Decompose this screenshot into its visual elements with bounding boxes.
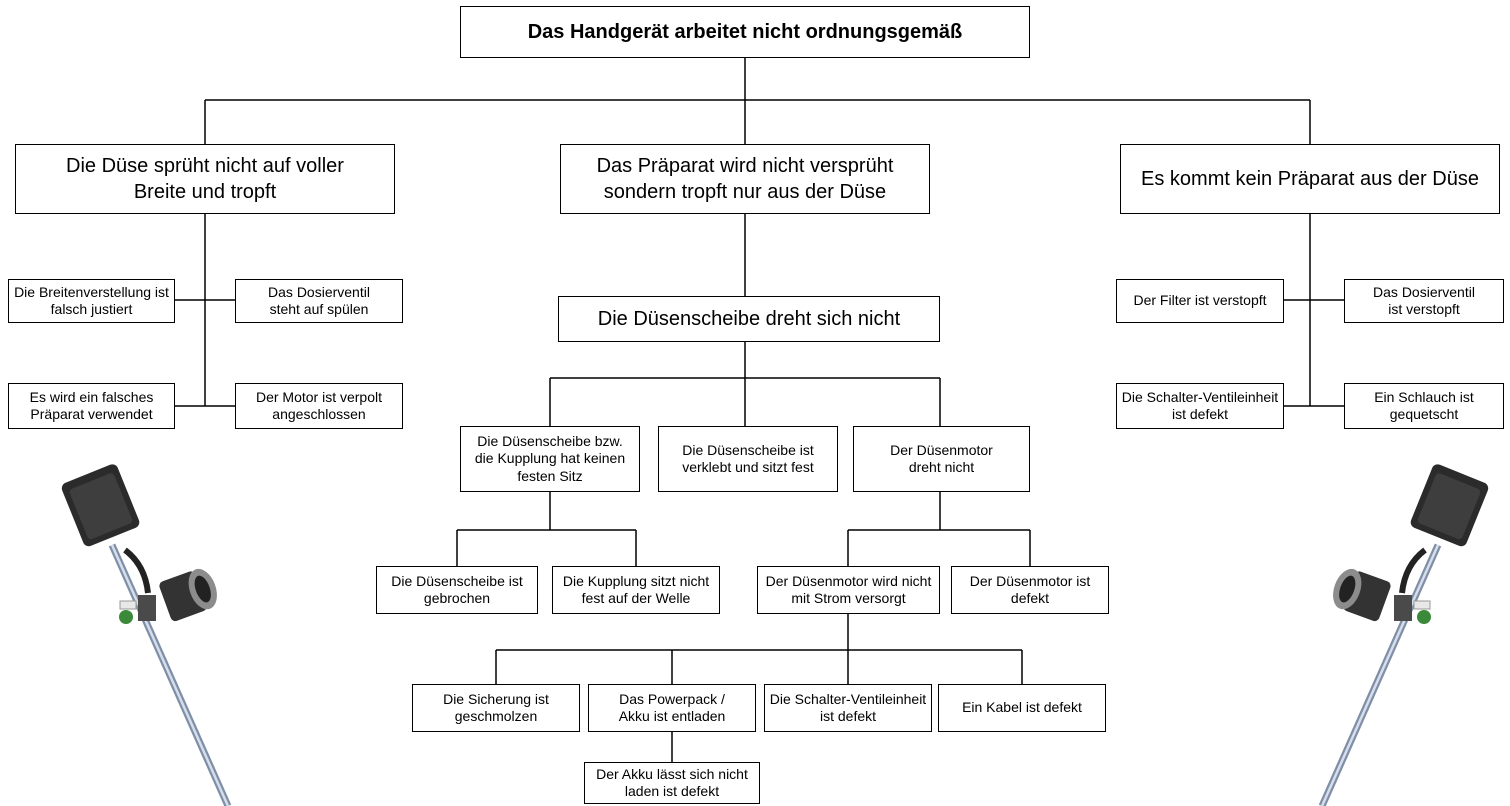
motor-cause-motor-defective: Der Düsenmotor ist defekt [951,566,1109,614]
left-cause-text: Das Dosierventil steht auf spülen [268,283,370,317]
root-problem-text: Das Handgerät arbeitet nicht ordnungsgem… [527,20,963,43]
center-cause-motor-not-turning: Der Düsenmotor dreht nicht [853,426,1030,492]
motor-cause-text: Der Düsenmotor wird nicht mit Strom vers… [765,572,932,606]
right-cause-dosing-valve-clogged: Das Dosierventil ist verstopft [1344,279,1504,323]
coupling-cause-text: Die Kupplung sitzt nicht fest auf der We… [562,572,710,606]
power-cause-switch-valve-unit: Die Schalter-Ventileinheit ist defekt [764,684,932,732]
left-cause-width-adjustment: Die Breitenverstellung ist falsch justie… [8,279,175,323]
left-cause-text: Es wird ein falsches Präparat verwendet [29,388,154,422]
center-cause-text: Die Düsenscheibe ist verklebt und sitzt … [682,441,814,475]
center-cause-loose-coupling: Die Düsenscheibe bzw. die Kupplung hat k… [460,426,640,492]
left-cause-text: Die Breitenverstellung ist falsch justie… [14,283,169,317]
branch-center-box: Das Präparat wird nicht versprüht sonder… [560,144,930,214]
center-cause-disc-stuck: Die Düsenscheibe ist verklebt und sitzt … [658,426,838,492]
battery-cause-cannot-charge: Der Akku lässt sich nicht laden ist defe… [584,762,760,804]
handheld-sprayer-left-illustration [61,464,232,806]
battery-cause-text: Der Akku lässt sich nicht laden ist defe… [596,765,748,799]
handheld-sprayer-right-illustration [1318,464,1489,806]
left-cause-text: Der Motor ist verpolt angeschlossen [255,388,383,422]
branch-right-title: Es kommt kein Präparat aus der Düse [1141,168,1479,190]
right-cause-text: Ein Schlauch ist gequetscht [1374,388,1474,422]
coupling-cause-disc-broken: Die Düsenscheibe ist gebrochen [376,566,538,614]
center-cause-text: Die Düsenscheibe bzw. die Kupplung hat k… [474,433,626,484]
left-cause-motor-polarity: Der Motor ist verpolt angeschlossen [235,383,403,429]
power-cause-text: Ein Kabel ist defekt [962,699,1082,716]
center-sub-nozzle-disc: Die Düsenscheibe dreht sich nicht [558,296,940,342]
branch-left-title: Die Düse sprüht nicht auf voller Breite … [66,155,344,203]
left-cause-wrong-preparation: Es wird ein falsches Präparat verwendet [8,383,175,429]
motor-cause-no-power: Der Düsenmotor wird nicht mit Strom vers… [757,566,940,614]
power-cause-text: Die Sicherung ist geschmolzen [443,690,549,724]
motor-cause-text: Der Düsenmotor ist defekt [969,572,1091,606]
power-cause-text: Das Powerpack / Akku ist entladen [618,690,726,724]
power-cause-powerpack-empty: Das Powerpack / Akku ist entladen [588,684,756,732]
right-cause-hose-squeezed: Ein Schlauch ist gequetscht [1344,383,1504,429]
center-cause-text: Der Düsenmotor dreht nicht [890,441,993,475]
right-cause-text: Der Filter ist verstopft [1133,292,1267,309]
center-sub-text: Die Düsenscheibe dreht sich nicht [597,307,901,330]
right-cause-switch-valve-unit: Die Schalter-Ventileinheit ist defekt [1116,383,1284,429]
power-cause-text: Die Schalter-Ventileinheit ist defekt [769,690,927,724]
power-cause-fuse-melted: Die Sicherung ist geschmolzen [412,684,580,732]
coupling-cause-coupling-loose: Die Kupplung sitzt nicht fest auf der We… [552,566,720,614]
left-cause-dosing-valve: Das Dosierventil steht auf spülen [235,279,403,323]
right-cause-text: Das Dosierventil ist verstopft [1373,283,1475,317]
branch-left-box: Die Düse sprüht nicht auf voller Breite … [15,144,395,214]
right-cause-text: Die Schalter-Ventileinheit ist defekt [1121,388,1279,422]
power-cause-cable-defective: Ein Kabel ist defekt [938,684,1106,732]
branch-right-box: Es kommt kein Präparat aus der Düse [1120,144,1500,214]
right-cause-filter-clogged: Der Filter ist verstopft [1116,279,1284,323]
coupling-cause-text: Die Düsenscheibe ist gebrochen [391,572,523,606]
branch-center-title: Das Präparat wird nicht versprüht sonder… [596,155,894,203]
root-problem-box: Das Handgerät arbeitet nicht ordnungsgem… [460,6,1030,58]
